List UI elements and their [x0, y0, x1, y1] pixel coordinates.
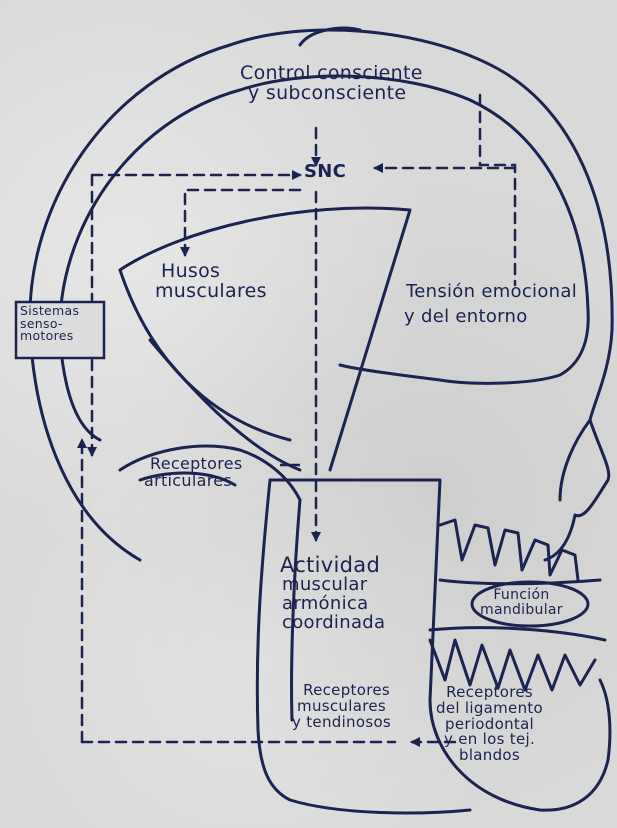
receptores-ligamento-label: Receptores del ligamento periodontal y e… [436, 685, 543, 764]
receptores-ligamento-line5: blandos [436, 748, 543, 764]
sistemas-label-line3: motores [20, 330, 79, 343]
control-label-line1: Control consciente [240, 64, 423, 84]
skull-back-outline [30, 330, 140, 560]
actividad-label: Actividad muscular armónica coordinada [280, 554, 385, 633]
husos-label-line1: Husos [161, 262, 267, 282]
snc-label: SNC [304, 163, 346, 182]
skull-inner-outline [60, 76, 588, 383]
upper-teeth [440, 520, 578, 580]
control-label-line2: y subconsciente [248, 84, 423, 104]
lower-gum [430, 628, 605, 640]
receptores-musculares-line3: y tendinosos [292, 715, 391, 731]
funcion-line1: Función [480, 588, 563, 603]
receptores-articulares-label: Receptores articulares [150, 456, 243, 490]
receptores-articulares-line2: articulares [144, 473, 243, 490]
control-label: Control consciente y subconsciente [240, 64, 423, 104]
tension-label: Tensión emocional y del entorno [406, 283, 577, 327]
sistemas-label: Sistemas senso- motores [20, 305, 79, 343]
receptores-musculares-label: Receptores musculares y tendinosos [292, 683, 391, 730]
actividad-label-line4: coordinada [282, 614, 385, 633]
face-profile [560, 420, 590, 500]
actividad-label-line3: armónica [282, 595, 385, 614]
actividad-label-line1: Actividad [280, 554, 385, 576]
tension-label-line1: Tensión emocional [406, 283, 577, 302]
funcion-mandibular-label: Función mandibular [480, 588, 563, 617]
husos-label-line2: musculares [155, 282, 267, 302]
tension-label-line2: y del entorno [404, 308, 577, 327]
funcion-line2: mandibular [480, 603, 563, 618]
husos-label: Husos musculares [155, 262, 267, 302]
